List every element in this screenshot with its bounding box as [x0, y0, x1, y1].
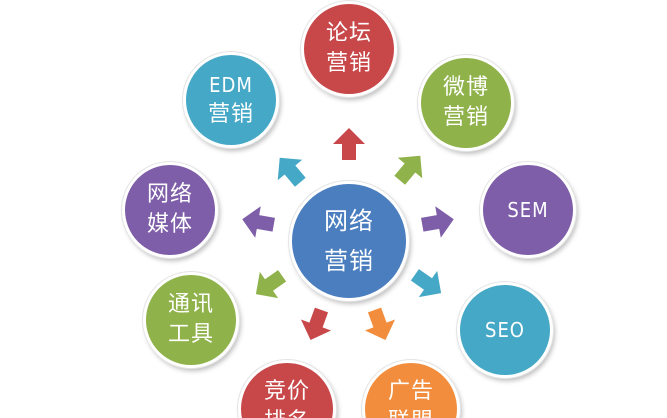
node-im-tools: 通讯 工具 — [143, 272, 239, 368]
arrow-up-left-icon — [277, 157, 306, 187]
node-label-line-1: 网络 — [146, 182, 193, 207]
arrow-to-sem — [417, 201, 459, 243]
node-label-line-2: 工具 — [167, 322, 214, 347]
node-label-line-1: 微博 — [442, 75, 489, 100]
node-edm-marketing: EDM 营销 — [183, 52, 279, 148]
node-ad-alliance: 广告 联盟 — [362, 360, 460, 418]
center-label-line-2: 营销 — [324, 247, 374, 275]
node-label-line-2: 营销 — [442, 105, 489, 130]
arrow-down-left-icon — [255, 270, 287, 299]
arrow-to-seo — [403, 259, 453, 309]
node-label-line-1: 通讯 — [167, 292, 214, 317]
arrow-to-ad-alliance — [357, 302, 403, 348]
arrow-up-right-icon — [394, 155, 423, 185]
arrow-right-icon — [421, 206, 454, 238]
node-label-line-2: 媒体 — [146, 212, 193, 237]
node-sem: SEM — [480, 162, 576, 258]
arrow-to-forum — [331, 126, 367, 162]
node-label-line-1: SEO — [485, 318, 525, 342]
arrow-to-weibo — [385, 143, 436, 194]
arrow-to-im-tools — [244, 260, 294, 310]
center-node-network-marketing: 网络 营销 — [289, 181, 409, 301]
node-label-line-2: 营销 — [207, 102, 254, 127]
node-weibo-marketing: 微博 营销 — [418, 55, 514, 151]
node-label-line-1: EDM — [209, 73, 253, 97]
node-bidding-ranking: 竞价 排名 — [238, 360, 336, 418]
arrow-up-icon — [333, 128, 365, 160]
node-label-line-2: 排名 — [264, 407, 310, 418]
node-label-line-2: 营销 — [325, 51, 372, 76]
node-label-line-1: 广告 — [387, 379, 434, 404]
arrow-to-edm — [265, 145, 316, 196]
arrow-left-icon — [242, 206, 275, 238]
arrow-down-icon — [300, 307, 332, 341]
node-web-media: 网络 媒体 — [122, 162, 218, 258]
node-label-line-1: 论坛 — [325, 21, 372, 46]
node-label-line-2: 联盟 — [388, 407, 434, 418]
center-label-line-1: 网络 — [324, 207, 374, 235]
arrow-to-web-media — [237, 201, 279, 243]
node-label-line-1: 竞价 — [263, 379, 310, 404]
arrow-down-icon — [364, 307, 396, 341]
node-seo: SEO — [457, 282, 553, 378]
node-label-line-1: SEM — [507, 198, 549, 222]
arrow-down-right-icon — [410, 269, 442, 298]
arrow-to-bidding — [293, 302, 339, 348]
node-forum-marketing: 论坛 营销 — [301, 1, 397, 97]
